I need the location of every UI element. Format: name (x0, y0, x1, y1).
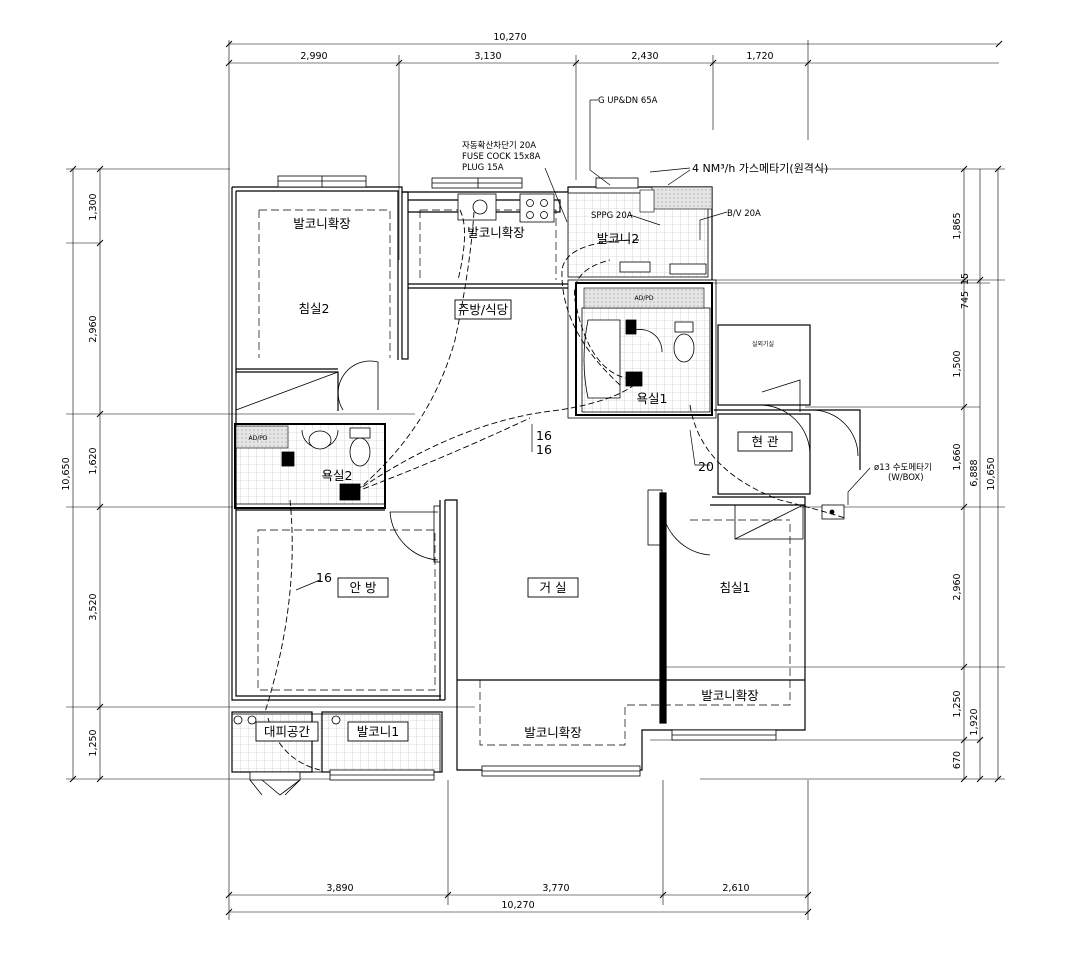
piping (264, 209, 846, 771)
note-plug: PLUG 15A (462, 163, 504, 173)
room-balcony2: 발코니2 (597, 231, 639, 246)
note-pipe-20: 20 (698, 459, 714, 474)
dim-left-segment: 3,520 (88, 593, 99, 620)
room-balcony-top-left: 발코니확장 (293, 216, 351, 231)
grid-lines (66, 40, 1005, 920)
dimension-ticks (69, 40, 1003, 916)
dim-left-segment: 2,960 (88, 315, 99, 342)
room-evacuation: 대피공간 (264, 724, 311, 739)
dim-bottom-segment: 3,770 (542, 883, 569, 894)
room-bedroom1: 침실1 (720, 580, 751, 595)
note-pipe-16b: 16 (536, 442, 552, 457)
room-labels: 발코니확장 발코니확장 침실2 주방/식당 발코니2 욕실1 실외기실 현 관 … (249, 216, 793, 742)
dim-right-inner: 2,960 (952, 573, 963, 600)
ad-pd-shafts (235, 186, 713, 449)
note-fuse-cock: FUSE COCK 15x8A (462, 152, 541, 162)
room-kitchen-dining: 주방/식당 (458, 302, 509, 317)
walls (231, 186, 861, 773)
room-bathroom1: 욕실1 (637, 391, 668, 406)
note-bv: B/V 20A (727, 209, 761, 219)
dim-left-segment: 1,300 (88, 193, 99, 220)
note-water-meter: ø13 수도메타기 (874, 463, 932, 473)
note-gas-meter: 4 NM³/h 가스메타기(원격식) (692, 162, 828, 175)
dim-bottom-total: 10,270 (501, 900, 534, 911)
dim-top-segment: 3,130 (474, 51, 501, 62)
dim-bottom-segment: 2,610 (722, 883, 749, 894)
dim-left-total: 10,650 (61, 457, 72, 490)
note-water-meter-box: (W/BOX) (888, 473, 924, 483)
dim-right-mid: 6,888 (969, 459, 980, 486)
room-entrance: 현 관 (752, 434, 779, 449)
room-ad-pd-left: AD/PD (249, 435, 268, 442)
room-balcony-living: 발코니확장 (524, 725, 582, 740)
room-balcony-kitchen: 발코니확장 (467, 225, 525, 240)
dim-top-segment: 2,990 (300, 51, 327, 62)
dim-right-inner: 1,250 (952, 690, 963, 717)
fixtures (233, 193, 845, 725)
dim-right-inner: 1,500 (952, 350, 963, 377)
annotations: G UP&DN 65A 자동확산차단기 20A FUSE COCK 15x8A … (316, 96, 932, 585)
room-bathroom2: 욕실2 (322, 468, 353, 483)
door-swings (249, 360, 859, 796)
dim-top-total: 10,270 (493, 32, 526, 43)
note-gas-riser: G UP&DN 65A (598, 96, 658, 106)
room-balcony1: 발코니1 (357, 724, 399, 739)
room-master-bedroom: 안 방 (350, 580, 377, 595)
dim-right-inner: 15 (960, 273, 971, 285)
note-pipe-16c: 16 (316, 570, 332, 585)
dim-right-inner: 1,865 (952, 212, 963, 239)
note-sppg: SPPG 20A (591, 211, 633, 221)
dim-top-segment: 2,430 (631, 51, 658, 62)
room-bedroom2: 침실2 (299, 301, 330, 316)
dim-right-inner: 1,660 (952, 443, 963, 470)
room-ad-pd-top: AD/PD (635, 295, 654, 302)
dim-right-inner: 670 (952, 751, 963, 769)
dim-right-total: 10,650 (986, 457, 997, 490)
dim-bottom-segment: 3,890 (326, 883, 353, 894)
windows (249, 175, 777, 781)
room-balcony-bedroom1: 발코니확장 (701, 688, 759, 703)
dim-left-segment: 1,620 (88, 447, 99, 474)
dim-right-mid: 1,920 (969, 708, 980, 735)
room-living: 거 실 (540, 580, 567, 595)
dim-right-inner: 745 (960, 291, 971, 309)
note-auto-shutoff: 자동확산차단기 20A (462, 140, 536, 151)
room-outdoor-unit: 실외기실 (752, 340, 774, 348)
dim-left-segment: 1,250 (88, 729, 99, 756)
leader-lines (295, 99, 871, 591)
dim-top-segment: 1,720 (746, 51, 773, 62)
note-pipe-16a: 16 (536, 428, 552, 443)
dashed-lines (257, 209, 791, 746)
